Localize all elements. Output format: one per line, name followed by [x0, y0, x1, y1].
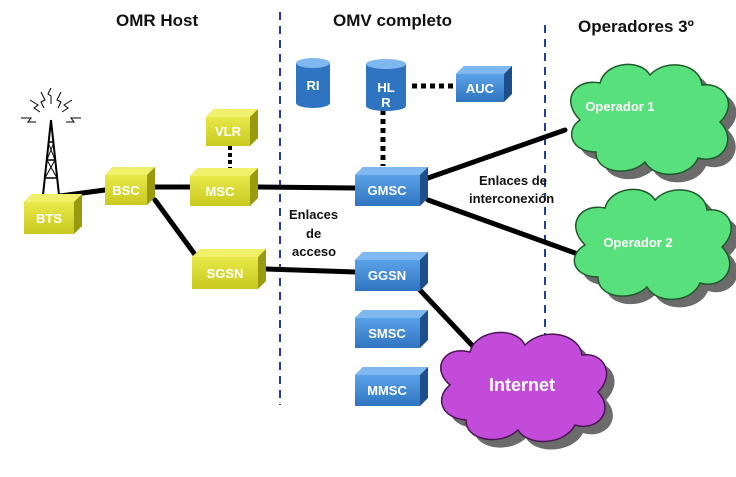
- node-sgsn: SGSN: [192, 249, 266, 289]
- node-auc: AUC: [456, 66, 512, 102]
- node-smsc: SMSC: [355, 310, 428, 348]
- node-msc: MSC: [190, 168, 258, 206]
- antenna-tower-icon: [21, 87, 81, 196]
- node-hlr-label-2: R: [381, 95, 391, 110]
- node-hlr: HL R: [366, 59, 406, 111]
- node-bts-label: BTS: [36, 211, 62, 226]
- label-enlaces-interconexion-1: Enlaces de: [479, 173, 547, 188]
- node-mmsc-label: MMSC: [367, 383, 407, 398]
- link-bsc-sgsn: [152, 197, 199, 259]
- label-enlaces-acceso-3: acceso: [292, 244, 336, 259]
- node-msc-label: MSC: [206, 184, 236, 199]
- node-bsc-label: BSC: [112, 183, 140, 198]
- cloud-internet: Internet: [439, 331, 615, 450]
- node-bsc: BSC: [105, 167, 155, 205]
- node-gmsc: GMSC: [355, 167, 428, 206]
- node-mmsc: MMSC: [355, 367, 428, 406]
- node-sgsn-label: SGSN: [207, 266, 244, 281]
- cloud-operador-2: Operador 2: [573, 188, 736, 308]
- node-bts: BTS: [24, 194, 82, 234]
- link-gmsc-operador2: [425, 197, 578, 256]
- node-auc-label: AUC: [466, 81, 495, 96]
- node-gmsc-label: GMSC: [368, 183, 408, 198]
- link-gmsc-operador1: [425, 127, 568, 181]
- node-vlr-label: VLR: [215, 124, 242, 139]
- node-hlr-label-1: HL: [377, 80, 394, 95]
- link-sgsn-ggsn: [263, 266, 359, 275]
- label-enlaces-acceso-1: Enlaces: [289, 207, 338, 222]
- cloud-operador-1: Operador 1: [569, 63, 736, 183]
- cloud-operador-1-label: Operador 1: [585, 99, 654, 114]
- node-ri-label: RI: [307, 78, 320, 93]
- cloud-operador-2-label: Operador 2: [603, 235, 672, 250]
- cloud-internet-label: Internet: [489, 375, 555, 395]
- label-enlaces-acceso-2: de: [306, 226, 321, 241]
- node-ri: RI: [296, 58, 330, 108]
- node-smsc-label: SMSC: [368, 326, 406, 341]
- heading-omr-host: OMR Host: [116, 11, 199, 30]
- link-msc-gmsc: [255, 184, 358, 191]
- node-ggsn-label: GGSN: [368, 268, 406, 283]
- label-enlaces-interconexion-2: interconexión: [469, 191, 554, 206]
- heading-operadores: Operadores 3º: [578, 17, 694, 36]
- heading-omv-completo: OMV completo: [333, 11, 452, 30]
- node-vlr: VLR: [206, 109, 258, 146]
- node-ggsn: GGSN: [355, 252, 428, 291]
